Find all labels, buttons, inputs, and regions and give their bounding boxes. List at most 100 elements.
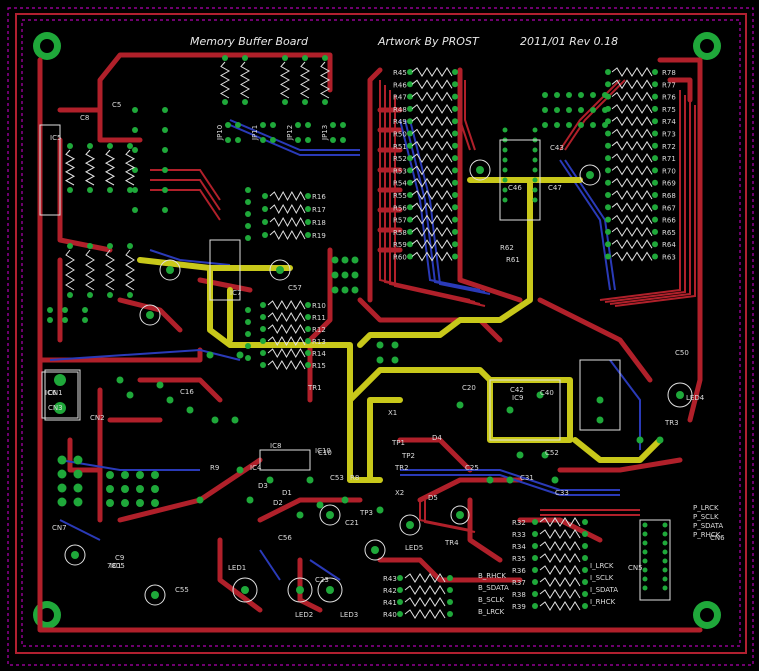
pad	[532, 543, 538, 549]
resistor-symbol	[267, 324, 306, 334]
resistor-label: R77	[662, 81, 676, 89]
pad	[235, 122, 241, 128]
pad	[605, 69, 611, 75]
pad	[516, 451, 524, 459]
resistor-label: R65	[662, 229, 676, 237]
component-label: IC4	[250, 464, 262, 472]
resistor-symbol	[269, 229, 306, 241]
pad	[331, 271, 339, 279]
pad	[578, 92, 584, 98]
component-label: C47	[548, 184, 562, 192]
resistor-symbol	[411, 116, 453, 127]
pad	[452, 142, 458, 149]
net-label: P_SDATA	[693, 522, 723, 530]
pad	[452, 204, 458, 211]
component-label: LED4	[686, 394, 705, 402]
component-label: C40	[540, 389, 554, 397]
resistor-label: R13	[312, 338, 326, 346]
component-label: IC9	[512, 394, 523, 402]
pad	[241, 586, 249, 594]
net-label: B_SDATA	[478, 584, 509, 592]
resistor-symbol	[269, 216, 306, 228]
pad	[582, 543, 588, 549]
resistor-symbol	[411, 91, 453, 102]
pad	[452, 69, 458, 75]
resistor-symbol	[411, 202, 453, 213]
pad	[642, 558, 648, 564]
pad	[605, 241, 611, 248]
resistor-symbol	[267, 312, 306, 322]
resistor-label: R51	[393, 143, 407, 151]
resistor-label: R74	[662, 118, 676, 126]
pad	[73, 469, 83, 479]
pad	[260, 314, 266, 320]
pad	[295, 122, 301, 128]
pad	[456, 401, 464, 409]
pad	[605, 81, 611, 88]
pad	[652, 241, 658, 248]
pad	[554, 122, 560, 128]
resistor-label: R37	[512, 579, 526, 587]
bottom-copper-traces	[49, 119, 641, 581]
pad	[452, 130, 458, 137]
pads	[47, 55, 684, 617]
pad	[196, 496, 204, 504]
pad	[566, 107, 572, 113]
component-label: R62	[500, 244, 514, 252]
resistor-label: R40	[383, 611, 397, 619]
resistor-symbol	[267, 348, 306, 358]
pad	[47, 307, 53, 313]
pad	[282, 55, 288, 61]
pad	[407, 118, 413, 125]
pad	[532, 567, 538, 573]
pad	[116, 376, 124, 384]
pad	[260, 302, 266, 308]
resistor-label: R66	[662, 217, 676, 225]
pad	[351, 256, 359, 264]
pad	[652, 93, 658, 100]
pad	[662, 558, 668, 564]
resistor-label: R78	[662, 69, 676, 77]
resistor-symbol	[279, 61, 291, 99]
pad	[676, 391, 684, 399]
resistor-symbol	[84, 149, 96, 186]
resistor-symbol	[404, 585, 446, 595]
pad	[590, 92, 596, 98]
pad	[397, 599, 403, 605]
pad	[87, 143, 93, 149]
component-label: C21	[345, 519, 359, 527]
pad	[452, 179, 458, 186]
pad	[260, 362, 266, 368]
pad	[236, 351, 244, 359]
pad	[602, 92, 608, 98]
pad	[652, 155, 658, 162]
component-label: CN5	[628, 564, 643, 572]
pad	[554, 107, 560, 113]
net-label: I_SDATA	[590, 586, 618, 594]
pad	[407, 228, 413, 235]
pad	[476, 166, 484, 174]
pad	[270, 122, 276, 128]
resistor-symbol	[267, 300, 306, 310]
pad	[306, 476, 314, 484]
pad	[126, 391, 134, 399]
resistor-symbol	[539, 577, 581, 587]
resistor-symbol	[239, 61, 251, 99]
pad	[57, 483, 67, 493]
pad	[452, 167, 458, 174]
pad	[341, 256, 349, 264]
pad	[245, 235, 251, 241]
pad	[121, 485, 129, 493]
pad	[107, 187, 113, 193]
component-label: C16	[180, 388, 194, 396]
pad	[107, 243, 113, 249]
component-label: IC7	[230, 289, 241, 297]
resistor-label: R52	[393, 155, 407, 163]
pad	[57, 455, 67, 465]
pad	[605, 253, 611, 260]
pad	[502, 177, 508, 183]
pad	[262, 193, 268, 199]
component-label: D2	[273, 499, 283, 507]
resistor-symbol	[411, 226, 453, 237]
